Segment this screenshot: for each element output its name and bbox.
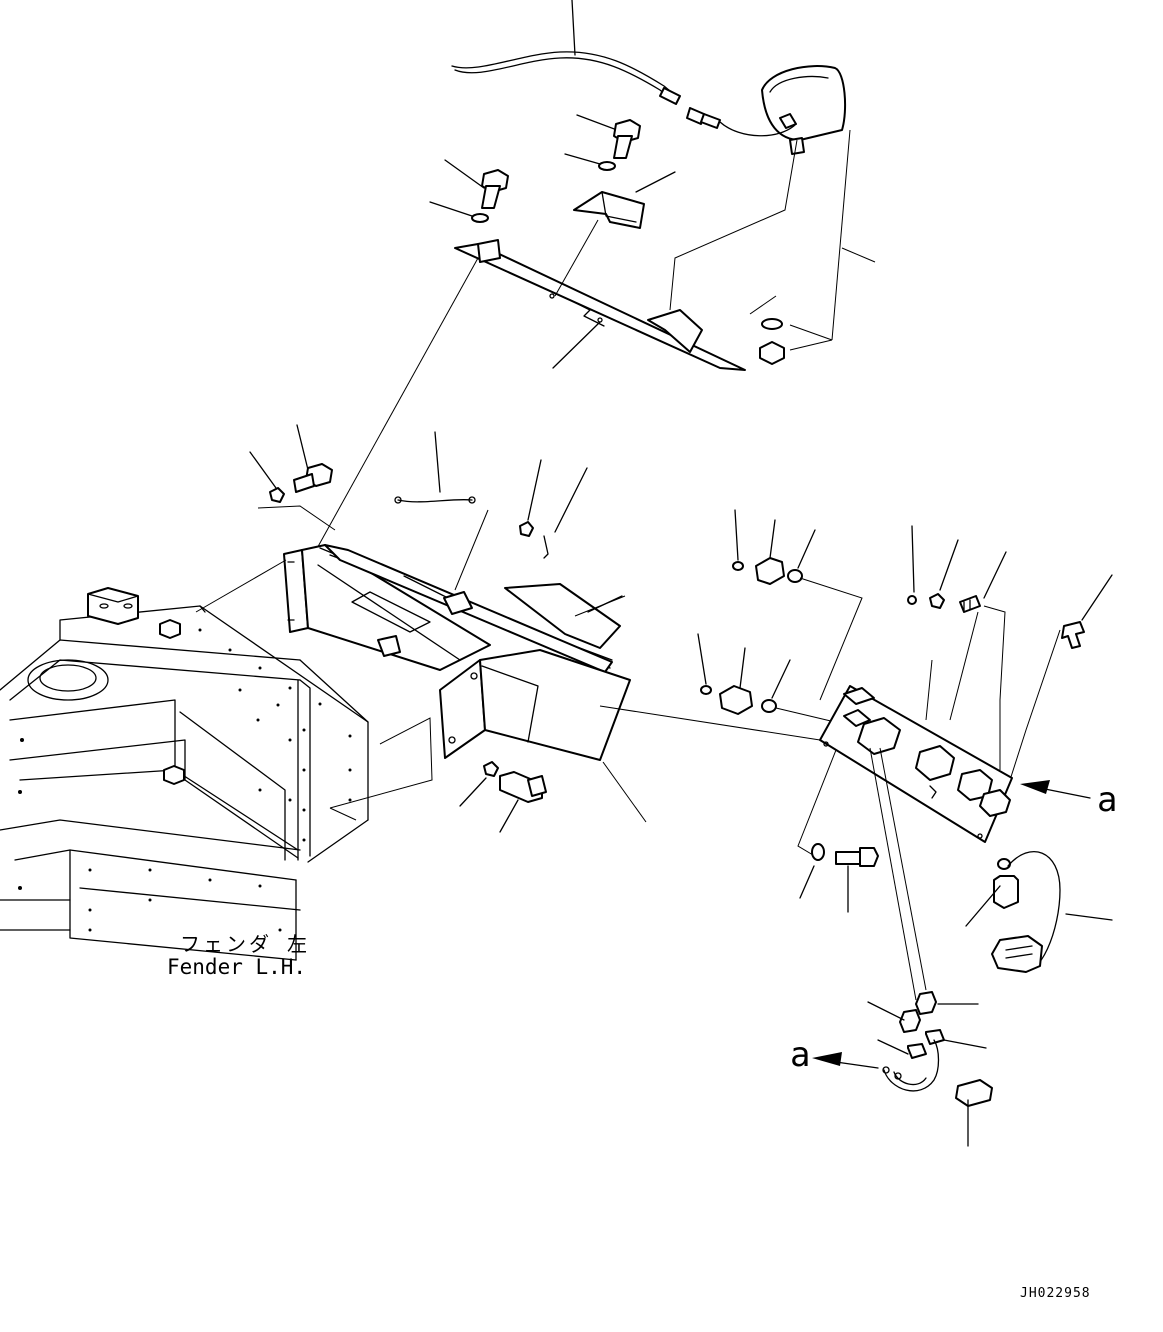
fender-icon — [0, 587, 369, 961]
drawing-number: JH022958 — [1020, 1286, 1091, 1301]
washer-icon — [249, 451, 285, 503]
washer-icon — [519, 459, 542, 537]
plate-icon — [819, 685, 1013, 843]
box-icon — [283, 544, 631, 761]
washer-icon — [799, 843, 825, 899]
wire-icon — [394, 431, 489, 591]
washer-icon — [564, 153, 616, 171]
reference-marker-a-left: a — [790, 1035, 811, 1075]
bolt-icon — [499, 771, 547, 833]
fender-label-english: Fender L.H. — [167, 955, 307, 979]
fitting-icon — [907, 525, 1007, 613]
fitting-icon — [697, 633, 791, 715]
arrow-icon — [1020, 780, 1091, 799]
lamp-icon — [686, 65, 847, 155]
hose-icon — [965, 850, 1113, 973]
arrow-icon — [812, 1052, 879, 1069]
cable-icon — [451, 0, 681, 105]
washer-icon — [459, 761, 499, 807]
bolt-icon — [835, 847, 879, 913]
fitting-icon — [732, 509, 816, 585]
fender-label-japanese: フェンダ 左 — [180, 932, 311, 956]
reference-marker-a-right: a — [1097, 780, 1118, 820]
plate-icon — [454, 239, 746, 371]
bolt-icon — [444, 159, 509, 209]
bolt-icon — [293, 424, 333, 493]
washer-icon — [429, 201, 489, 223]
fitting-icon — [867, 991, 993, 1147]
fitting-icon — [1061, 574, 1113, 649]
clip-icon — [543, 467, 588, 559]
nut-icon — [759, 341, 785, 365]
washer-icon — [761, 318, 783, 330]
bolt-icon — [576, 114, 641, 159]
bracket-icon — [573, 171, 676, 229]
